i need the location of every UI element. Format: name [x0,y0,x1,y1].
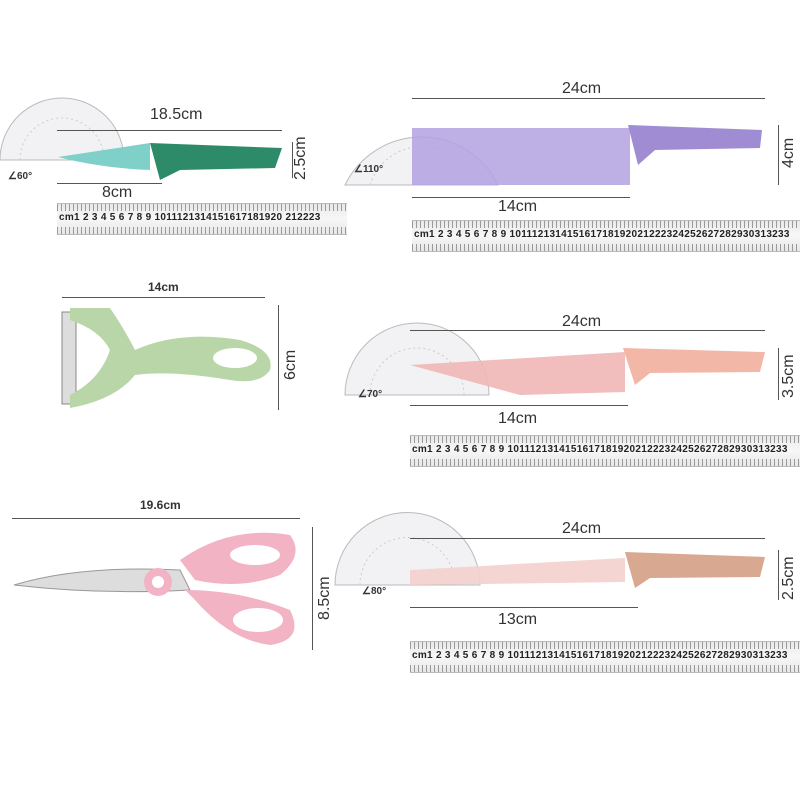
bread-length: 24cm [562,520,602,537]
slicing-angle: ∠70° [358,389,383,400]
bread-blade: 13cm [498,611,538,628]
blade-line [412,197,630,198]
chef-height: 4cm [780,137,797,168]
ruler: cm1 2 3 4 5 6 7 8 9 10111213141516171819… [57,203,347,235]
peeler [61,308,271,408]
slicing-blade: 14cm [498,410,538,427]
chef-length: 24cm [562,80,602,97]
slicing-length: 24cm [562,313,602,330]
slicing-knife-blade [410,352,625,395]
ruler: cm1 2 3 4 5 6 7 8 9 10111213141516171819… [412,220,800,252]
blade-line [410,405,628,406]
height-line [778,348,779,400]
bread-knife-blade [410,558,625,585]
protractor-4 [334,512,481,586]
height-line [292,142,293,178]
paring-knife-handle [150,143,282,180]
ruler: cm1 2 3 4 5 6 7 8 9 10111213141516171819… [410,641,800,673]
paring-knife-blade [58,143,150,170]
height-line [278,305,279,410]
length-line [412,98,765,99]
chef-knife-handle [628,125,762,165]
paring-height: 2.5cm [292,136,309,180]
scissors-length: 19.6cm [140,498,181,512]
paring-blade: 8cm [102,184,133,201]
peeler-length: 14cm [148,280,179,294]
length-line [62,297,265,298]
ruler: cm1 2 3 4 5 6 7 8 9 10111213141516171819… [410,435,800,467]
paring-length: 18.5cm [150,106,203,123]
peeler-height: 6cm [282,349,299,380]
height-line [778,125,779,185]
slicing-knife-handle [623,348,765,385]
length-line [410,538,765,539]
scissors-height: 8.5cm [316,576,333,620]
protractor-3 [344,322,490,396]
bread-angle: ∠80° [362,586,387,597]
length-line [57,130,282,131]
protractor-1 [0,97,125,161]
slicing-height: 3.5cm [780,354,797,398]
bread-height: 2.5cm [780,556,797,600]
blade-line [57,183,162,184]
chef-knife-blade [412,128,630,185]
length-line [12,518,300,519]
chef-angle: ∠110° [354,164,384,175]
length-line [410,330,765,331]
chef-blade: 14cm [498,198,538,215]
scissors [13,532,296,645]
paring-angle: ∠60° [8,171,33,182]
bread-knife-handle [625,552,765,588]
height-line [778,550,779,600]
height-line [312,527,313,650]
blade-line [410,607,638,608]
